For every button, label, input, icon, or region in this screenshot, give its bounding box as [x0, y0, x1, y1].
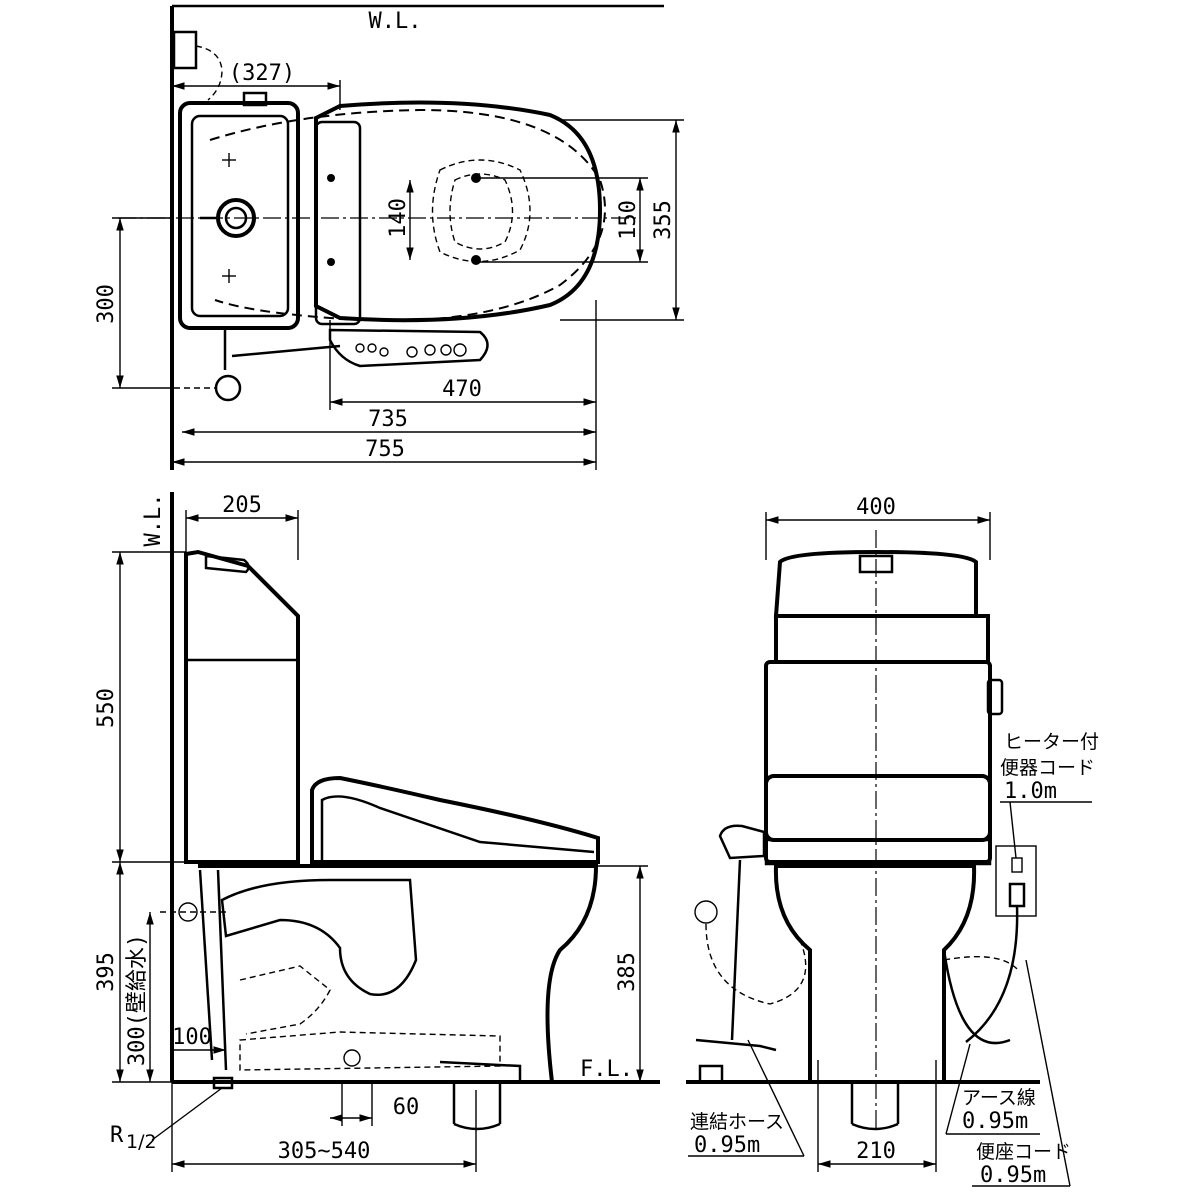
- hose-len: 0.95m: [694, 1133, 760, 1158]
- dim-300-wall: 300(壁給水): [125, 934, 150, 1066]
- seat-cord-leader: [1025, 959, 1071, 1187]
- dim-355: 355: [651, 200, 676, 240]
- dim-395: 395: [94, 952, 119, 992]
- front-supply-pipe: [730, 859, 742, 1041]
- bowl-side-outline: [198, 864, 599, 1083]
- bowl-front: [773, 864, 977, 1084]
- seat-opening-inner: [449, 173, 514, 250]
- seat-hinge-block: [314, 120, 362, 326]
- bowl-drain-dashed: [239, 965, 331, 1035]
- front-extension-lines: [765, 512, 991, 1172]
- floor-flange-dashed: [239, 1031, 501, 1071]
- seat-front: [764, 774, 992, 842]
- dim-755: 755: [365, 437, 405, 462]
- remote-buttons: [355, 343, 467, 358]
- side-extension-lines: [112, 510, 648, 1172]
- seat-side-inner: [320, 795, 595, 860]
- seat-side: [310, 775, 600, 864]
- bowl-trap: [220, 878, 418, 997]
- bowl-top-dashed: [209, 108, 606, 322]
- tank-side-knob: [986, 678, 1004, 716]
- bowl-front-dashed: [943, 955, 1019, 971]
- tank-marks: [222, 153, 236, 283]
- heater-cord-len: 1.0m: [1004, 779, 1057, 804]
- hose-top: [231, 344, 341, 358]
- dim-735: 735: [368, 407, 408, 432]
- bolt-mark: [327, 174, 335, 182]
- hose-label: 連結ホース: [690, 1111, 784, 1133]
- side-view: W.L. F.L. 205 550 395: [94, 492, 660, 1172]
- bolt-mark: [327, 258, 335, 266]
- fl-label: F.L.: [580, 1057, 633, 1082]
- dim-327: (327): [229, 61, 295, 86]
- dim-385: 385: [615, 952, 640, 992]
- tank-front-body: [764, 660, 992, 864]
- ground-wire-label: アース線: [962, 1087, 1036, 1109]
- seat-cord-label: 便座コード: [976, 1141, 1071, 1163]
- floor-flange-edge: [439, 1060, 522, 1082]
- tank-top-inner: [190, 114, 290, 318]
- front-view: 400 210 ヒーター付 便器コード 1.0m アース線 0.95m 便座コー…: [686, 495, 1099, 1188]
- front-outlet-socket: [1011, 857, 1023, 873]
- front-outlet-plug: [1008, 882, 1026, 908]
- front-drain-cut: [851, 1122, 899, 1131]
- dim-300-top: 300: [94, 284, 119, 324]
- ground-wire-len: 0.95m: [962, 1109, 1028, 1134]
- dim-470: 470: [442, 377, 482, 402]
- seat-top-outline: [314, 100, 603, 323]
- heater-cord-line2: 便器コード: [1000, 757, 1095, 779]
- dim-140: 140: [386, 198, 411, 238]
- seat-cord-len: 0.95m: [980, 1163, 1046, 1188]
- r-half-fitting: [212, 1076, 234, 1090]
- top-extension-lines: [112, 80, 684, 470]
- r-half-frac: 1/2: [126, 1131, 157, 1153]
- drain-pipe-cut: [453, 1122, 501, 1131]
- bolt-mark: [471, 255, 481, 265]
- front-valve: [694, 900, 718, 924]
- top-view: W.L.: [94, 4, 684, 470]
- stop-valve-top: [214, 374, 242, 402]
- bowl-back-edge: [198, 869, 214, 1061]
- heater-cord-leader: [1009, 801, 1017, 859]
- dim-150: 150: [616, 200, 641, 240]
- tank-side: [184, 549, 300, 864]
- remote-panel: [328, 328, 489, 368]
- tank-front-upper: [774, 614, 990, 664]
- side-valve: [178, 902, 198, 922]
- side-supply-pipe: [216, 869, 228, 1071]
- top-wl-label: W.L.: [369, 9, 422, 34]
- tank-side-lever: [204, 554, 250, 574]
- tank-lever: [242, 91, 268, 107]
- tank-front-button: [858, 554, 894, 574]
- ground-wire-leader: [945, 1043, 971, 1135]
- side-wl-label: W.L.: [141, 494, 166, 547]
- dim-100: 100: [172, 1025, 212, 1050]
- tank-front-lid: [773, 549, 978, 618]
- remote-front: [718, 824, 766, 860]
- hose-fitting: [695, 1038, 777, 1052]
- dim-400: 400: [856, 495, 896, 520]
- front-fitting: [698, 1064, 724, 1084]
- floor-bolt: [343, 1049, 361, 1067]
- dim-205: 205: [222, 493, 262, 518]
- r-half-label: R: [110, 1123, 124, 1148]
- dim-60: 60: [393, 1095, 420, 1120]
- outlet-cord: [195, 45, 223, 101]
- front-cord: [965, 905, 1019, 1043]
- wall-outlet: [172, 30, 198, 70]
- heater-cord-line1: ヒーター付: [1004, 731, 1099, 753]
- r-half-leader: [151, 1087, 223, 1141]
- tank-top-outline: [178, 101, 300, 330]
- dim-305-540: 305~540: [278, 1139, 371, 1164]
- hose-dashed: [705, 923, 807, 1005]
- dim-550: 550: [94, 688, 119, 728]
- hose-leader: [747, 1039, 805, 1157]
- dim-210: 210: [856, 1139, 896, 1164]
- bowl-front-skirt: [942, 949, 1011, 1045]
- bolt-mark: [471, 173, 481, 183]
- seat-opening: [431, 159, 531, 263]
